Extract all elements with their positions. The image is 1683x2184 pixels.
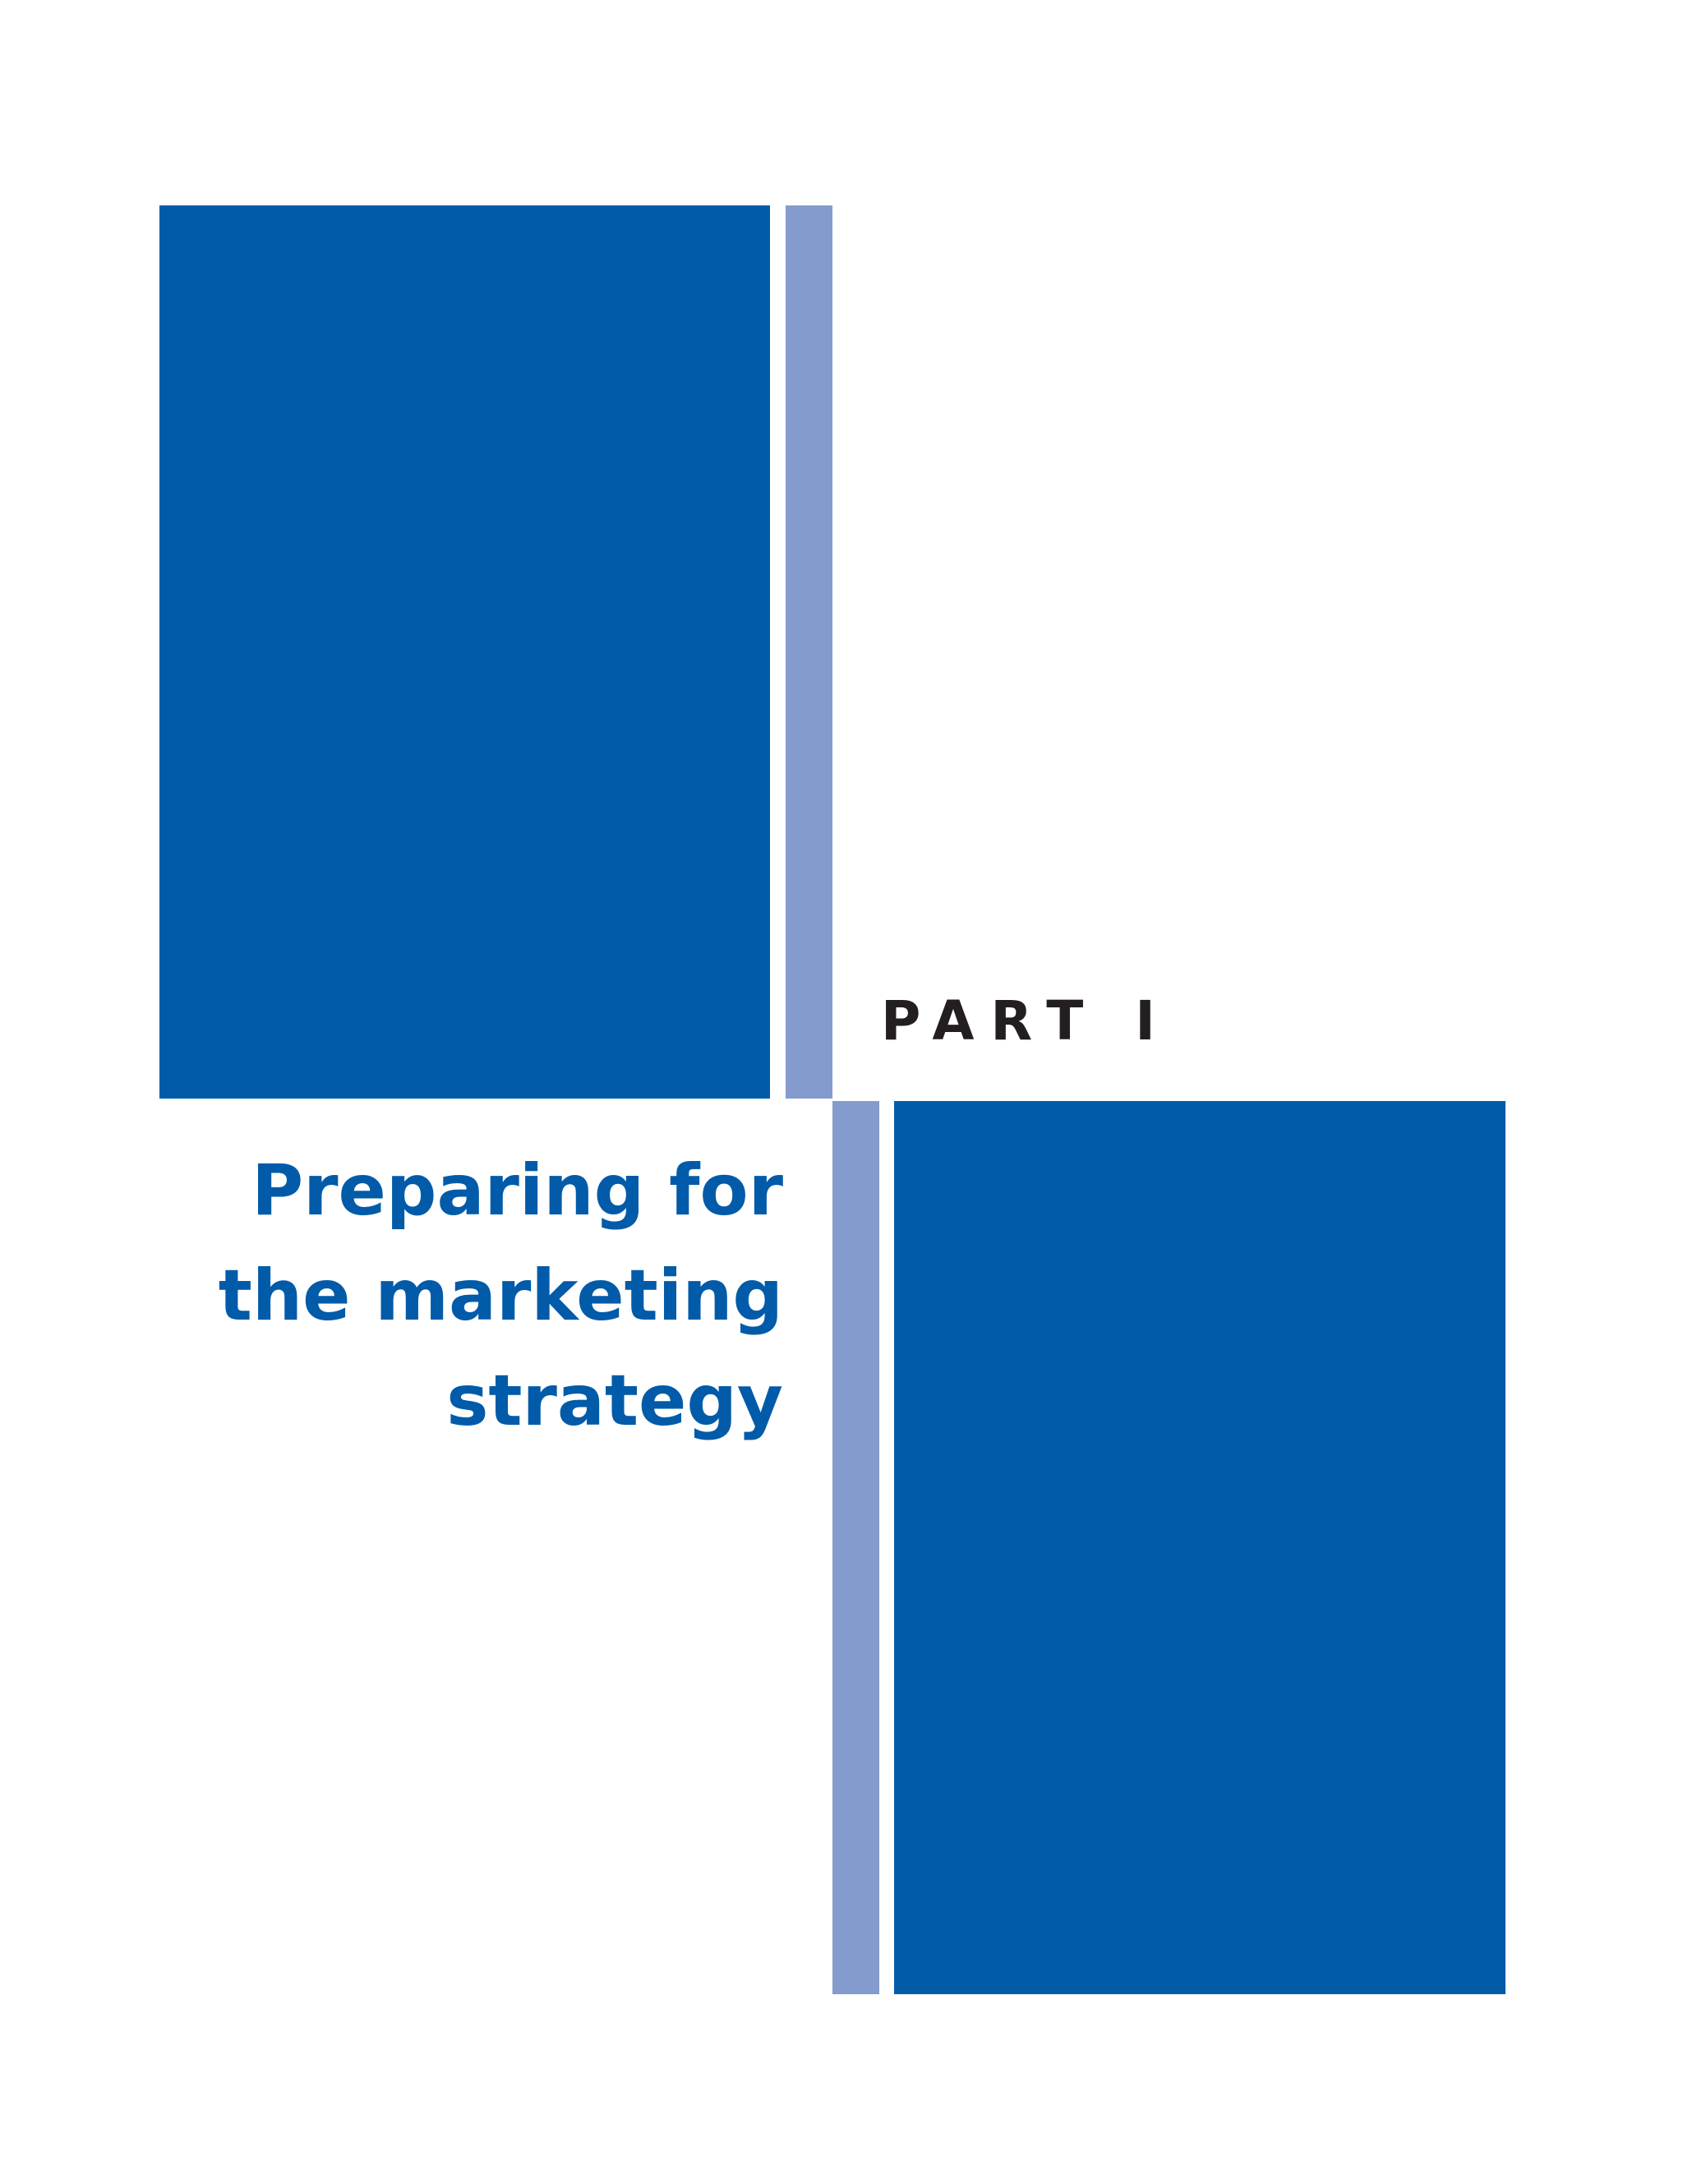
part-title: Preparing for the marketing strategy bbox=[44, 1138, 783, 1454]
part-title-line: the marketing bbox=[218, 1255, 783, 1337]
decorative-bar-top bbox=[786, 205, 832, 1099]
decorative-block-top-left bbox=[159, 205, 770, 1099]
decorative-bar-bottom bbox=[832, 1101, 879, 1994]
decorative-block-bottom-right bbox=[894, 1101, 1505, 1994]
part-title-line: strategy bbox=[446, 1360, 783, 1442]
part-number-label: PART I bbox=[881, 989, 1172, 1053]
part-title-line: Preparing for bbox=[251, 1150, 783, 1232]
